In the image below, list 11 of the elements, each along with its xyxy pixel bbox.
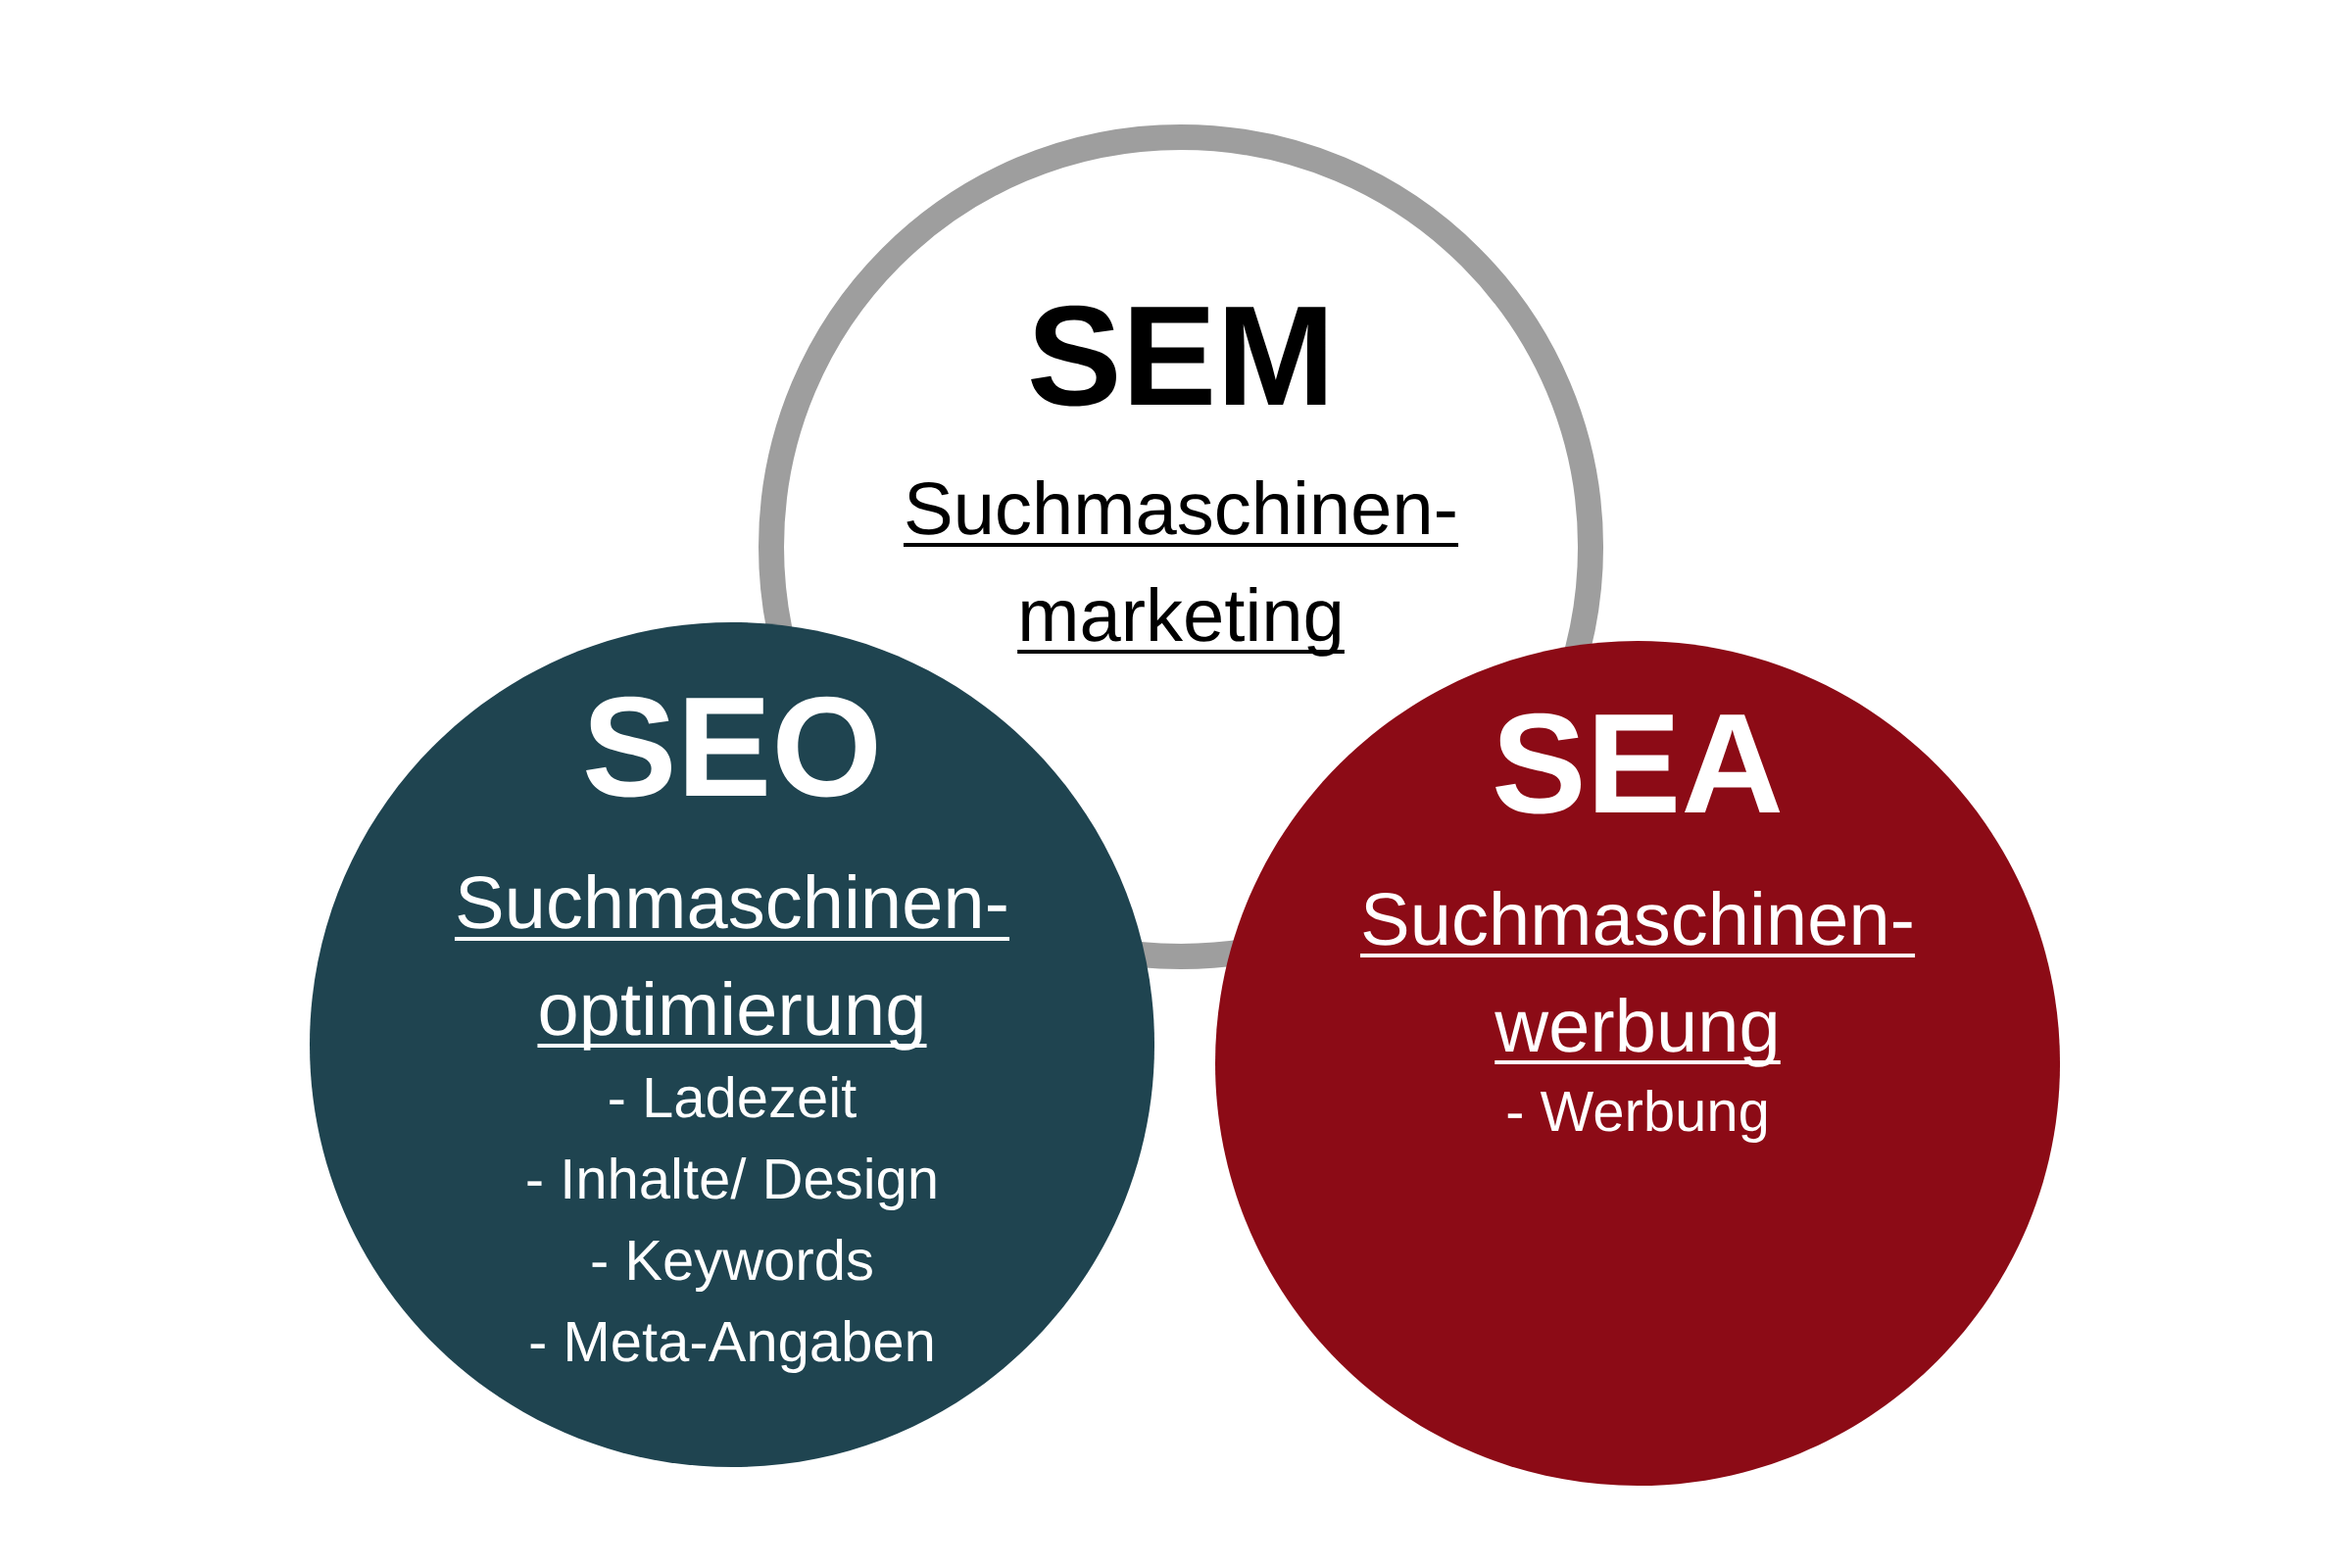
list-item: - Ladezeit xyxy=(610,1076,857,1118)
subtitle: Suchmaschinen- optimierung xyxy=(454,873,1010,1051)
heading: SEO xyxy=(586,696,877,798)
list-item: - Inhalte/ Design xyxy=(527,1157,936,1211)
list-item: - Meta-Angaben xyxy=(530,1320,933,1374)
list-item: - Werbung xyxy=(1507,1090,1767,1144)
list-item: - Keywords xyxy=(592,1239,872,1293)
heading: SEA xyxy=(1495,712,1781,814)
heading: SEM xyxy=(1031,305,1326,407)
subtitle: Suchmaschinen- marketing xyxy=(904,479,1459,657)
subtitle: Suchmaschinen- werbung xyxy=(1360,890,1916,1067)
